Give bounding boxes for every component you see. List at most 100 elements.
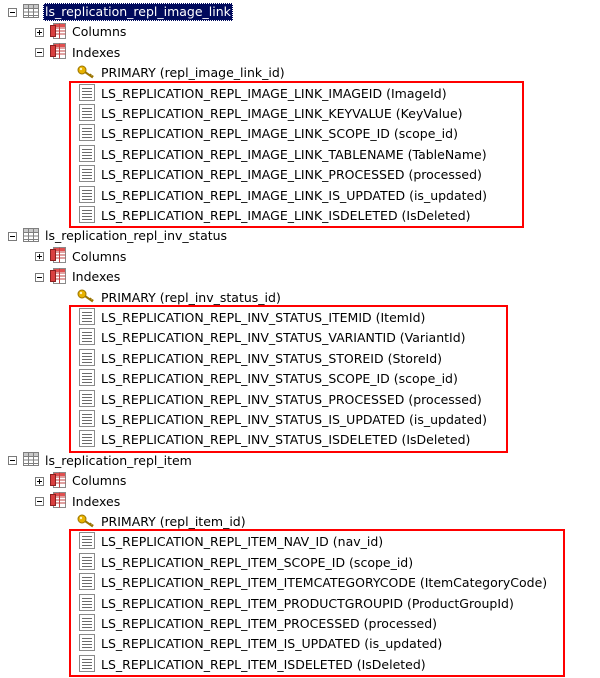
columns-folder-icon — [50, 22, 66, 42]
index-node[interactable]: LS_REPLICATION_REPL_IMAGE_LINK_PROCESSED… — [79, 165, 484, 185]
index-icon — [79, 614, 95, 634]
expand-icon[interactable] — [35, 252, 44, 262]
index-node-label: LS_REPLICATION_REPL_IMAGE_LINK_KEYVALUE … — [101, 106, 463, 121]
columns-folder-icon — [50, 471, 66, 491]
primary-key-node[interactable]: PRIMARY (repl_item_id) — [77, 512, 248, 532]
index-node[interactable]: LS_REPLICATION_REPL_INV_STATUS_STOREID (… — [79, 348, 444, 369]
table-icon — [23, 227, 39, 245]
index-node[interactable]: LS_REPLICATION_REPL_ITEM_ITEMCATEGORYCOD… — [79, 573, 549, 593]
collapse-icon[interactable] — [35, 48, 44, 58]
collapse-icon[interactable] — [35, 272, 44, 282]
index-icon — [79, 308, 95, 328]
index-node[interactable]: LS_REPLICATION_REPL_ITEM_PRODUCTGROUPID … — [79, 593, 516, 614]
primary-key-node-label: PRIMARY (repl_inv_status_id) — [101, 289, 281, 305]
columns-folder-label: Columns — [72, 24, 127, 40]
columns-folder-label: Columns — [72, 248, 127, 264]
index-node[interactable]: LS_REPLICATION_REPL_ITEM_IS_UPDATED (is_… — [79, 634, 444, 654]
key-icon — [77, 65, 95, 82]
index-node-label: LS_REPLICATION_REPL_ITEM_SCOPE_ID (scope… — [101, 554, 414, 570]
table-node[interactable]: ls_replication_repl_item — [8, 451, 194, 471]
columns-folder[interactable]: Columns — [35, 22, 128, 42]
table-icon — [23, 452, 39, 469]
index-icon — [79, 593, 95, 614]
indexes-folder[interactable]: Indexes — [35, 492, 122, 512]
index-icon — [79, 552, 95, 573]
index-node-label: LS_REPLICATION_REPL_INV_STATUS_VARIANTID… — [101, 330, 466, 346]
index-icon — [79, 104, 95, 124]
index-node-label: LS_REPLICATION_REPL_IMAGE_LINK_IS_UPDATE… — [101, 187, 488, 203]
primary-key-node-label: PRIMARY (repl_item_id) — [101, 514, 246, 529]
columns-folder[interactable]: Columns — [35, 471, 128, 491]
index-icon — [79, 654, 95, 675]
index-node[interactable]: LS_REPLICATION_REPL_INV_STATUS_VARIANTID… — [79, 328, 468, 348]
index-node[interactable]: LS_REPLICATION_REPL_IMAGE_LINK_TABLENAME… — [79, 144, 489, 165]
columns-folder[interactable]: Columns — [35, 247, 128, 267]
index-node-label: LS_REPLICATION_REPL_INV_STATUS_SCOPE_ID … — [101, 371, 458, 387]
index-node-label: LS_REPLICATION_REPL_ITEM_PRODUCTGROUPID … — [101, 595, 514, 611]
primary-key-node[interactable]: PRIMARY (repl_image_link_id) — [77, 63, 287, 83]
index-node-label: LS_REPLICATION_REPL_ITEM_PROCESSED (proc… — [101, 616, 438, 631]
collapse-icon[interactable] — [8, 231, 17, 241]
index-node-label: LS_REPLICATION_REPL_IMAGE_LINK_TABLENAME… — [101, 146, 487, 162]
indexes-folder[interactable]: Indexes — [35, 267, 122, 287]
index-icon — [79, 144, 95, 165]
table-node[interactable]: ls_replication_repl_inv_status — [8, 226, 229, 246]
columns-folder-icon — [50, 247, 66, 266]
key-icon — [77, 289, 95, 306]
indexes-folder-icon — [50, 492, 66, 511]
index-icon — [79, 430, 95, 450]
index-node-label: LS_REPLICATION_REPL_INV_STATUS_IS_UPDATE… — [101, 412, 487, 427]
index-node[interactable]: LS_REPLICATION_REPL_IMAGE_LINK_KEYVALUE … — [79, 104, 465, 124]
index-node[interactable]: LS_REPLICATION_REPL_IMAGE_LINK_ISDELETED… — [79, 206, 473, 226]
table-node-label: ls_replication_repl_item — [45, 452, 192, 468]
expand-icon[interactable] — [35, 476, 44, 486]
index-node[interactable]: LS_REPLICATION_REPL_IMAGE_LINK_IMAGEID (… — [79, 83, 449, 104]
index-icon — [79, 369, 95, 389]
index-icon — [79, 532, 95, 552]
index-icon — [79, 185, 95, 206]
index-icon — [79, 389, 95, 410]
table-node-label: ls_replication_repl_inv_status — [45, 228, 228, 244]
expand-icon[interactable] — [35, 27, 44, 37]
index-node[interactable]: LS_REPLICATION_REPL_IMAGE_LINK_SCOPE_ID … — [79, 124, 460, 144]
index-node[interactable]: LS_REPLICATION_REPL_INV_STATUS_SCOPE_ID … — [79, 369, 460, 389]
index-node-label: LS_REPLICATION_REPL_ITEM_ITEMCATEGORYCOD… — [101, 575, 548, 591]
index-node[interactable]: LS_REPLICATION_REPL_INV_STATUS_PROCESSED… — [79, 389, 484, 410]
index-node[interactable]: LS_REPLICATION_REPL_IMAGE_LINK_IS_UPDATE… — [79, 185, 489, 206]
primary-key-node[interactable]: PRIMARY (repl_inv_status_id) — [77, 288, 283, 308]
index-icon — [79, 124, 95, 144]
table-node-label: ls_replication_repl_image_link — [43, 3, 233, 21]
index-node[interactable]: LS_REPLICATION_REPL_ITEM_NAV_ID (nav_id) — [79, 532, 385, 552]
index-icon — [79, 83, 95, 104]
index-icon — [79, 634, 95, 654]
indexes-folder-icon — [50, 43, 66, 62]
index-node-label: LS_REPLICATION_REPL_IMAGE_LINK_SCOPE_ID … — [101, 126, 458, 142]
index-icon — [79, 206, 95, 226]
collapse-icon[interactable] — [8, 456, 17, 466]
indexes-folder-label: Indexes — [72, 44, 121, 60]
index-node-label: LS_REPLICATION_REPL_INV_STATUS_ISDELETED… — [101, 432, 471, 448]
index-node[interactable]: LS_REPLICATION_REPL_ITEM_ISDELETED (IsDe… — [79, 654, 428, 675]
index-node-label: LS_REPLICATION_REPL_ITEM_IS_UPDATED (is_… — [101, 636, 443, 652]
index-node-label: LS_REPLICATION_REPL_INV_STATUS_STOREID (… — [101, 350, 443, 366]
table-node[interactable]: ls_replication_repl_image_link — [8, 2, 233, 22]
index-node-label: LS_REPLICATION_REPL_INV_STATUS_ITEMID (I… — [101, 310, 426, 325]
index-node-label: LS_REPLICATION_REPL_INV_STATUS_PROCESSED… — [101, 391, 482, 407]
index-icon — [79, 165, 95, 185]
index-node-label: LS_REPLICATION_REPL_IMAGE_LINK_IMAGEID (… — [101, 85, 447, 101]
index-node-label: LS_REPLICATION_REPL_ITEM_ISDELETED (IsDe… — [101, 656, 426, 672]
index-node[interactable]: LS_REPLICATION_REPL_INV_STATUS_ITEMID (I… — [79, 308, 427, 328]
index-node[interactable]: LS_REPLICATION_REPL_INV_STATUS_IS_UPDATE… — [79, 410, 489, 430]
index-node[interactable]: LS_REPLICATION_REPL_INV_STATUS_ISDELETED… — [79, 430, 472, 450]
index-node-label: LS_REPLICATION_REPL_ITEM_NAV_ID (nav_id) — [101, 534, 384, 550]
primary-key-node-label: PRIMARY (repl_image_link_id) — [101, 65, 285, 81]
indexes-folder-label: Indexes — [72, 269, 121, 285]
indexes-folder[interactable]: Indexes — [35, 43, 122, 63]
indexes-folder-label: Indexes — [72, 493, 121, 509]
index-node[interactable]: LS_REPLICATION_REPL_ITEM_SCOPE_ID (scope… — [79, 552, 415, 573]
index-icon — [79, 348, 95, 369]
collapse-icon[interactable] — [35, 497, 44, 507]
index-node[interactable]: LS_REPLICATION_REPL_ITEM_PROCESSED (proc… — [79, 614, 439, 634]
collapse-icon[interactable] — [8, 7, 17, 17]
